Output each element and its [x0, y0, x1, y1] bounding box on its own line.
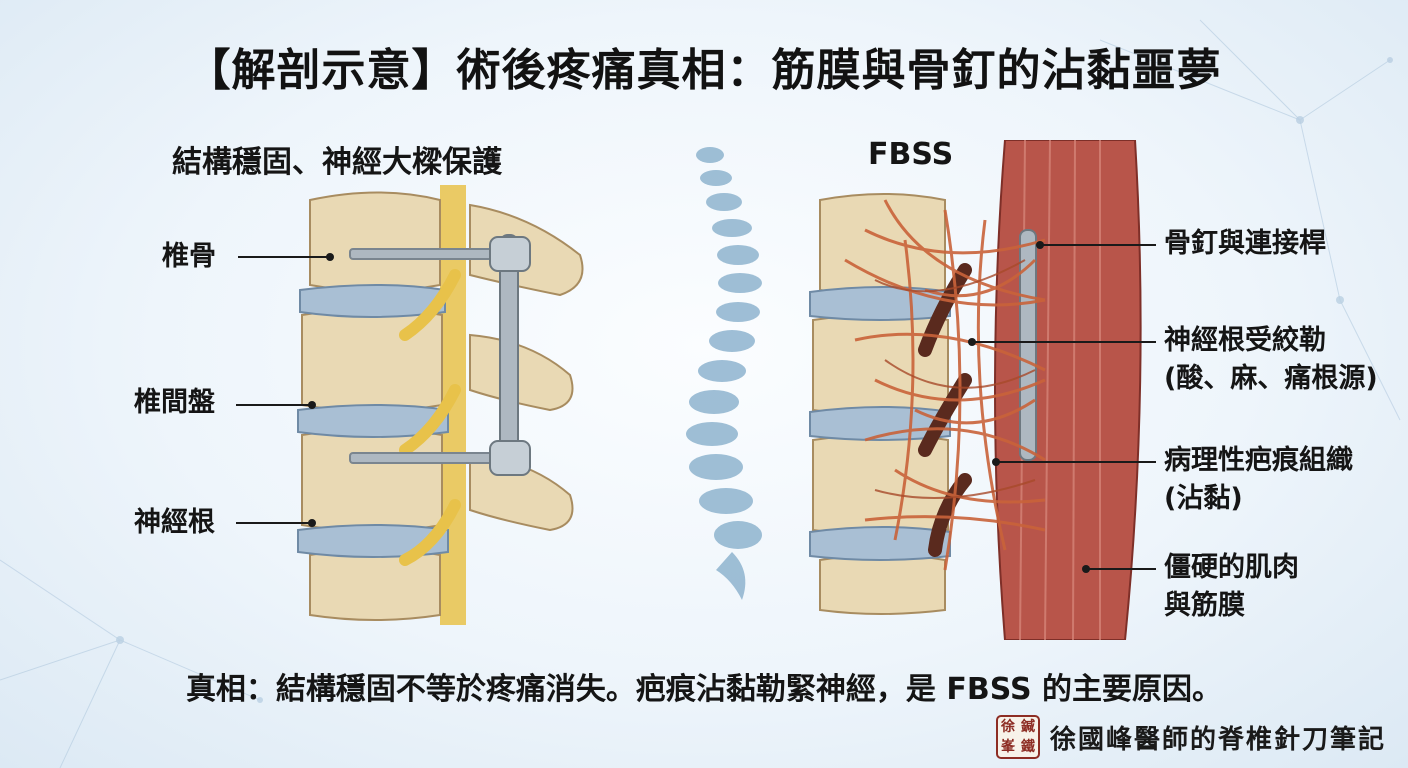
label-nerve-strangled-line2: (酸、麻、痛根源)	[1164, 363, 1378, 394]
left-panel-subtitle: 結構穩固、神經大樑保護	[172, 145, 502, 180]
leader-scar-tissue	[992, 457, 1156, 466]
author-signature: 徐 鍼 峯 鐵 徐國峰醫師的脊椎針刀筆記	[995, 715, 1386, 759]
label-vertebra: 椎骨	[162, 241, 216, 272]
leader-nerve-strangled	[968, 337, 1156, 346]
signature-text: 徐國峰醫師的脊椎針刀筆記	[1049, 724, 1386, 755]
seal-char: 徐	[1000, 719, 1015, 735]
leader-muscle-fascia	[1082, 564, 1156, 573]
fbss-spine-illustration	[809, 140, 1142, 640]
seal-char: 峯	[1000, 739, 1015, 755]
label-scar-tissue: 病理性疤痕組織 (沾黏)	[1164, 442, 1353, 518]
label-screw-rod: 骨釘與連接桿	[1164, 228, 1326, 259]
seal-stamp-icon: 徐 鍼 峯 鐵	[995, 715, 1040, 759]
label-disc: 椎間盤	[134, 387, 215, 418]
leader-screw-rod	[1036, 240, 1156, 249]
label-scar-tissue-line1: 病理性疤痕組織	[1164, 445, 1353, 476]
fused-spine-illustration	[297, 185, 584, 625]
seal-char: 鍼	[1020, 719, 1035, 735]
conclusion-text: 真相：結構穩固不等於疼痛消失。疤痕沾黏勒緊神經，是 FBSS 的主要原因。	[185, 672, 1223, 707]
page-title: 【解剖示意】術後疼痛真相：筋膜與骨釘的沾黏噩夢	[186, 45, 1222, 96]
spine-silhouette-icon	[686, 147, 762, 600]
label-muscle-fascia: 僵硬的肌肉 與筋膜	[1164, 549, 1299, 625]
leader-vertebra	[238, 252, 334, 261]
leader-nerve-root	[236, 518, 316, 527]
label-nerve-strangled-line1: 神經根受絞勒	[1164, 325, 1326, 356]
label-nerve-root: 神經根	[134, 507, 215, 538]
leader-disc	[236, 400, 316, 409]
label-muscle-fascia-line2: 與筋膜	[1164, 590, 1245, 621]
right-panel-subtitle: FBSS	[868, 137, 954, 172]
label-scar-tissue-line2: (沾黏)	[1164, 483, 1243, 514]
label-nerve-strangled: 神經根受絞勒 (酸、麻、痛根源)	[1164, 322, 1378, 398]
seal-char: 鐵	[1020, 739, 1035, 755]
label-muscle-fascia-line1: 僵硬的肌肉	[1164, 552, 1299, 583]
